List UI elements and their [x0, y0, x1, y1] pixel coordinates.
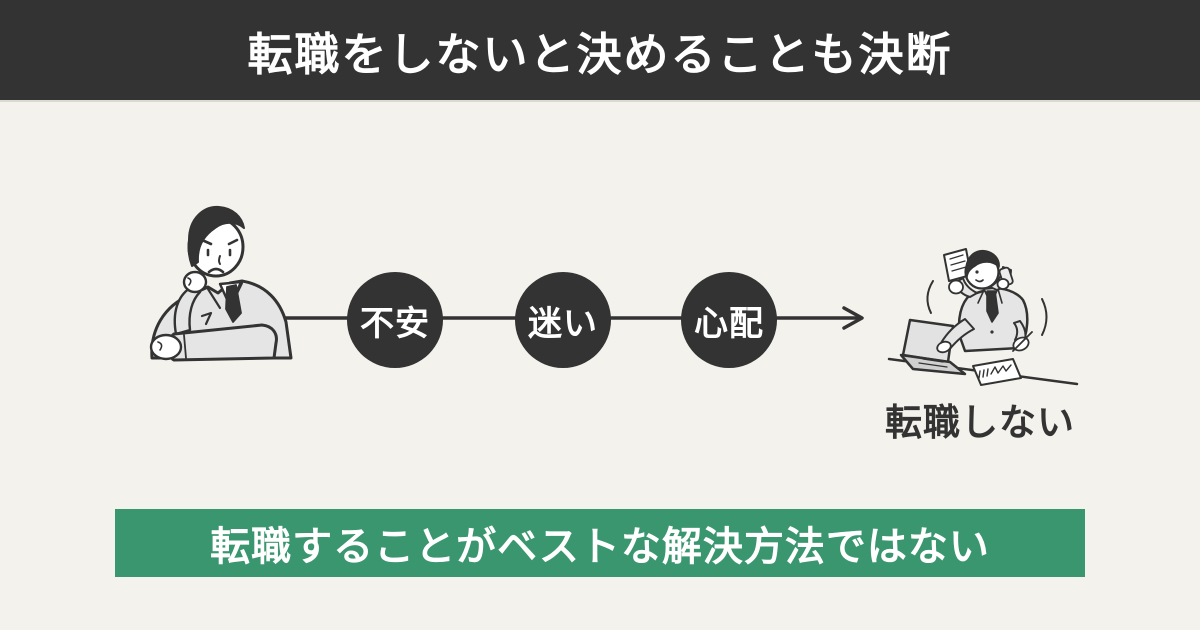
busy-businessman-icon: [887, 248, 1079, 386]
header-bar: 転職をしないと決めることも決断: [0, 0, 1200, 100]
flow-arrow-icon: [842, 306, 864, 330]
step-label-worry: 心配: [694, 303, 764, 344]
step-circle-anxiety: 不安: [347, 272, 443, 368]
step-label-anxiety: 不安: [360, 303, 430, 344]
step-label-hesitation: 迷い: [528, 303, 598, 344]
step-circle-worry: 心配: [681, 272, 777, 368]
step-circle-hesitation: 迷い: [515, 272, 611, 368]
worried-businessman-illustration: [140, 198, 305, 368]
bottom-banner-text: 転職することがベストな解決方法ではない: [210, 524, 990, 570]
worried-businessman-icon: [149, 205, 293, 362]
busy-businessman-illustration: [885, 243, 1090, 403]
end-label: 転職しない: [885, 401, 1075, 444]
bottom-banner: 転職することがベストな解決方法ではない: [115, 509, 1085, 577]
page-title: 転職をしないと決めることも決断: [247, 27, 953, 81]
